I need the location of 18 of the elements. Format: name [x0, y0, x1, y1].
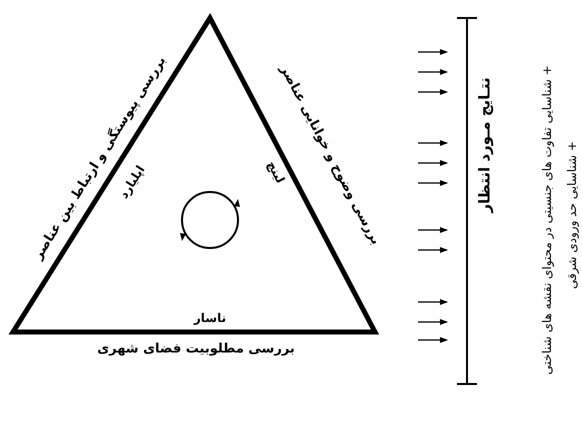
side-label: بررسی مطلوبیت فضای شهری [97, 342, 295, 356]
arrow [418, 89, 448, 95]
author-label: اپلیارد [117, 164, 147, 200]
arrow [418, 180, 448, 186]
result-note: + شناسایی حد ورودی شرقی [566, 141, 578, 289]
author-label: لینچ [265, 159, 287, 185]
arrow [418, 319, 448, 325]
arrow [418, 227, 448, 233]
arrow [418, 49, 448, 55]
result-heading: نتـایج مـورد انتظار [478, 77, 492, 213]
arrow [418, 299, 448, 305]
arrow [418, 140, 448, 146]
result-note: + شناسایی تفاوت های جنسیتی در محتوای نقشه های شناختی [541, 65, 553, 375]
author-label: ناسار [194, 312, 226, 324]
arrow [418, 69, 448, 75]
arrow [418, 337, 448, 343]
arrow [418, 247, 448, 253]
arrow [418, 160, 448, 166]
